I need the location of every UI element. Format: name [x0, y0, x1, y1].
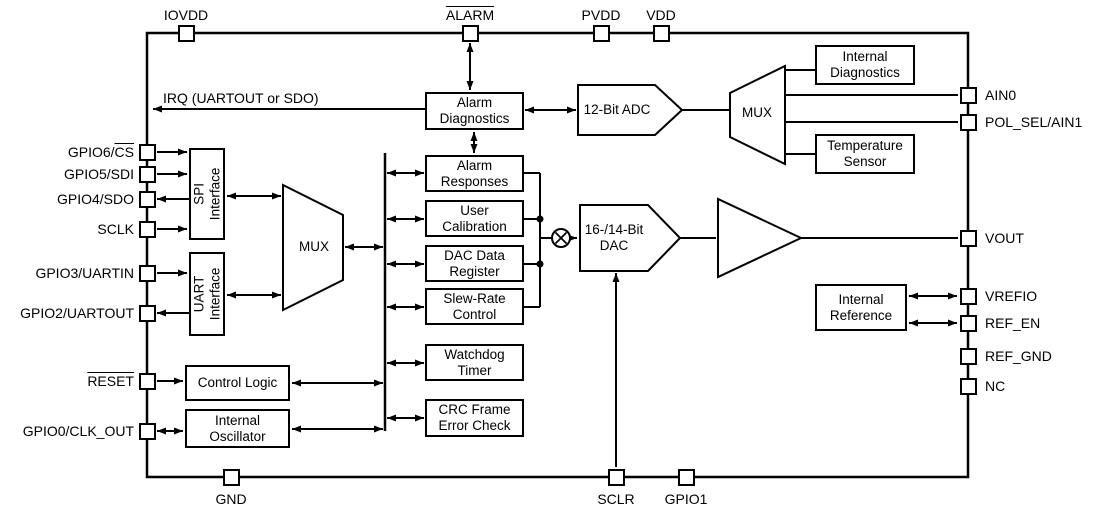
pin-label-gpio3-uartin: GPIO3/UARTIN [35, 265, 134, 281]
pin-reset [138, 372, 156, 390]
pin-gpio3-uartin [138, 264, 156, 282]
pin-gpio4-sdo [138, 190, 156, 208]
dac-label: 16-/14-Bit DAC [584, 222, 644, 253]
pin-label-ref-gnd: REF_GND [985, 348, 1052, 364]
dac-shape [579, 204, 682, 272]
junction-dot [536, 260, 544, 268]
pin-sclk [138, 220, 156, 238]
internal-reference-block: Internal Reference [815, 284, 907, 331]
pin-sclr [607, 468, 625, 486]
pin-label-vout: VOUT [985, 230, 1024, 246]
uart-interface-label: UART Interface [191, 267, 222, 321]
pin-label-ain0: AIN0 [985, 87, 1017, 103]
internal-diagnostics-block: Internal Diagnostics [815, 45, 915, 85]
pin-label-sclk: SCLK [97, 221, 134, 237]
irq-signal-label: IRQ (UARTOUT or SDO) [163, 90, 319, 106]
crc-frame-error-check-block: CRC Frame Error Check [425, 399, 524, 437]
pin-gpio1 [677, 468, 695, 486]
junction-dot [536, 215, 544, 223]
pin-label-sclr: SCLR [597, 491, 635, 507]
chip-boundary [145, 31, 970, 479]
adc-label: 12-Bit ADC [583, 102, 651, 118]
pin-ain0 [959, 86, 977, 104]
spi-interface-label: SPI Interface [191, 167, 222, 221]
pin-label-pvdd: PVDD [581, 7, 621, 23]
pin-label-vdd: VDD [646, 7, 676, 23]
mux-right-label: MUX [742, 105, 772, 121]
watchdog-timer-block: Watchdog Timer [425, 344, 524, 381]
adc-shape [577, 84, 684, 136]
uart-interface-block: UART Interface [189, 252, 225, 336]
pin-ref-en [959, 314, 977, 332]
internal-oscillator-block: Internal Oscillator [185, 409, 290, 448]
reset-overline-text: RESET [87, 373, 134, 389]
pin-label-pol-sel-ain1: POL_SEL/AIN1 [985, 114, 1083, 130]
pin-iovdd [177, 24, 195, 42]
single-arrow-lines [153, 105, 620, 467]
pin-label-gpio0-clk-out: GPIO0/CLK_OUT [22, 423, 134, 439]
pin-vrefio [959, 287, 977, 305]
gpio6-prefix-text: GPIO6/ [67, 144, 115, 160]
pin-label-vrefio: VREFIO [985, 288, 1038, 304]
pin-vout [959, 229, 977, 247]
temperature-sensor-block: Temperature Sensor [815, 134, 915, 174]
control-logic-block: Control Logic [185, 365, 290, 401]
pin-gpio2-uartout [138, 304, 156, 322]
pin-gpio6-cs [138, 143, 156, 161]
pin-label-reset: RESET [0, 373, 134, 389]
pin-label-gpio1: GPIO1 [664, 491, 708, 507]
multiplier-node [536, 215, 571, 268]
cs-overline-text: CS [114, 144, 134, 160]
pin-label-alarm: ALARM [446, 7, 494, 23]
pin-label-iovdd: IOVDD [163, 7, 209, 23]
alarm-responses-block: Alarm Responses [425, 155, 524, 192]
pin-label-gpio5-sdi: GPIO5/SDI [63, 166, 134, 182]
pin-label-nc: NC [985, 378, 1006, 394]
multiplier-x2 [554, 231, 568, 245]
pin-gpio0-clk-out [138, 422, 156, 440]
dac-data-register-block: DAC Data Register [425, 245, 524, 282]
mux-left-label: MUX [299, 239, 329, 255]
double-arrow-lines [157, 43, 957, 435]
pin-label-gpio2-uartout: GPIO2/UARTOUT [20, 305, 134, 321]
pin-label-gpio6-cs: GPIO6/CS [0, 144, 134, 160]
spi-interface-block: SPI Interface [189, 148, 225, 240]
output-amplifier-triangle [717, 197, 804, 279]
pin-gnd [222, 468, 240, 486]
slew-rate-control-block: Slew-Rate Control [425, 288, 524, 325]
mux-left-shape [282, 183, 344, 312]
pin-nc [959, 377, 977, 395]
pin-vdd [652, 24, 670, 42]
pin-label-ref-en: REF_EN [985, 315, 1041, 331]
pin-gpio5-sdi [138, 165, 156, 183]
pin-alarm [461, 24, 479, 42]
alarm-diagnostics-block: Alarm Diagnostics [425, 92, 524, 130]
block-shapes [282, 64, 804, 312]
pin-pvdd [592, 24, 610, 42]
pin-label-gnd: GND [215, 491, 247, 507]
pin-label-gpio4-sdo: GPIO4/SDO [56, 191, 134, 207]
alarm-overline-text: ALARM [445, 7, 495, 23]
pin-pol-sel-ain1 [959, 113, 977, 131]
user-calibration-block: User Calibration [425, 200, 524, 237]
mux-right-shape [729, 64, 786, 166]
pin-ref-gnd [959, 347, 977, 365]
